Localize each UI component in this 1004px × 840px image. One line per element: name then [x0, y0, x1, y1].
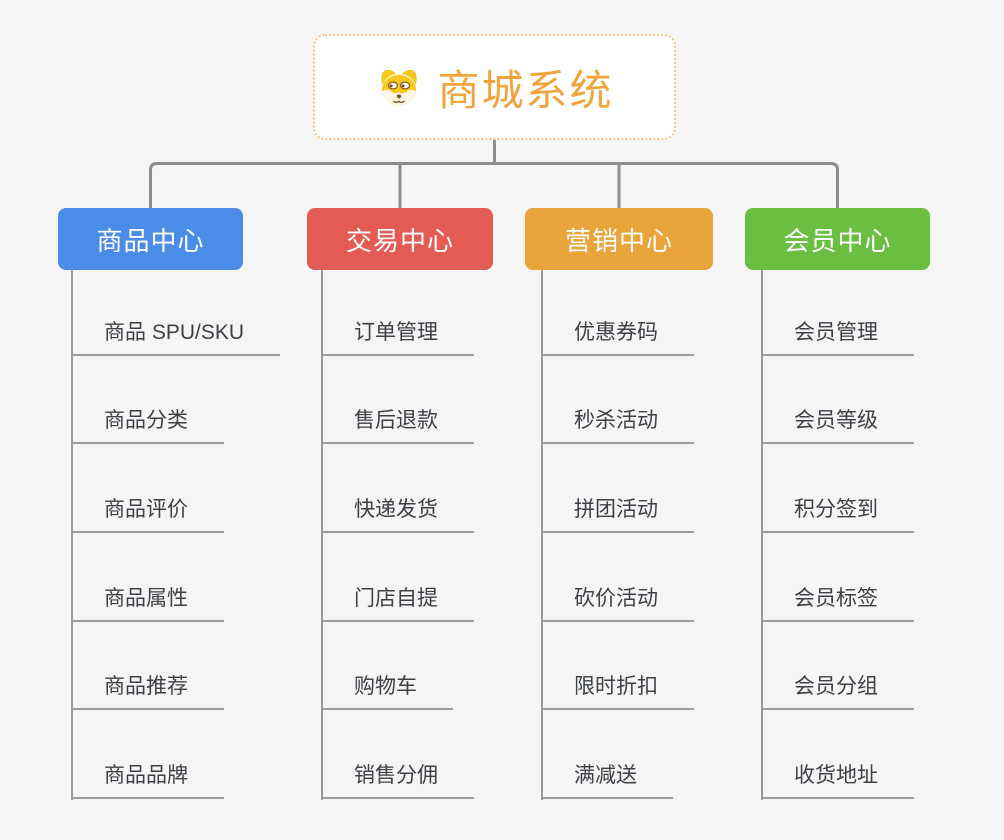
leaf-node[interactable]: 商品属性 — [71, 584, 224, 622]
branch-node-member-center[interactable]: 会员中心 — [745, 208, 930, 270]
leaf-node[interactable]: 砍价活动 — [541, 584, 694, 622]
leaf-node[interactable]: 订单管理 — [321, 318, 474, 356]
leaf-node[interactable]: 拼团活动 — [541, 495, 694, 533]
leaf-node[interactable]: 优惠券码 — [541, 318, 694, 356]
leaf-node[interactable]: 积分签到 — [761, 495, 914, 533]
leaf-node[interactable]: 售后退款 — [321, 406, 474, 444]
leaf-node[interactable]: 满减送 — [541, 761, 673, 799]
leaf-node[interactable]: 商品品牌 — [71, 761, 224, 799]
root-title: 商城系统 — [437, 66, 614, 114]
branch-column-line — [321, 270, 323, 800]
leaf-node[interactable]: 会员分组 — [761, 672, 914, 710]
leaf-node[interactable]: 收货地址 — [761, 761, 914, 799]
leaf-node[interactable]: 会员管理 — [761, 318, 914, 356]
leaf-node[interactable]: 快递发货 — [321, 495, 474, 533]
leaf-node[interactable]: 限时折扣 — [541, 672, 694, 710]
leaf-node[interactable]: 商品推荐 — [71, 672, 224, 710]
dog-face-icon — [381, 70, 418, 107]
leaf-node[interactable]: 秒杀活动 — [541, 406, 694, 444]
leaf-node[interactable]: 会员等级 — [761, 406, 914, 444]
leaf-node[interactable]: 会员标签 — [761, 584, 914, 622]
leaf-node[interactable]: 购物车 — [321, 672, 453, 710]
leaf-node[interactable]: 门店自提 — [321, 584, 474, 622]
branch-node-marketing-center[interactable]: 营销中心 — [525, 208, 713, 270]
leaf-node[interactable]: 商品 SPU/SKU — [71, 318, 281, 356]
root-node[interactable]: 商城系统 — [313, 34, 676, 140]
branch-column-line — [71, 270, 73, 800]
branch-node-product-center[interactable]: 商品中心 — [58, 208, 243, 270]
branch-column-line — [541, 270, 543, 800]
leaf-node[interactable]: 销售分佣 — [321, 761, 474, 799]
branch-node-trade-center[interactable]: 交易中心 — [307, 208, 493, 270]
branch-column-line — [761, 270, 763, 800]
leaf-node[interactable]: 商品评价 — [71, 495, 224, 533]
leaf-node[interactable]: 商品分类 — [71, 406, 224, 444]
